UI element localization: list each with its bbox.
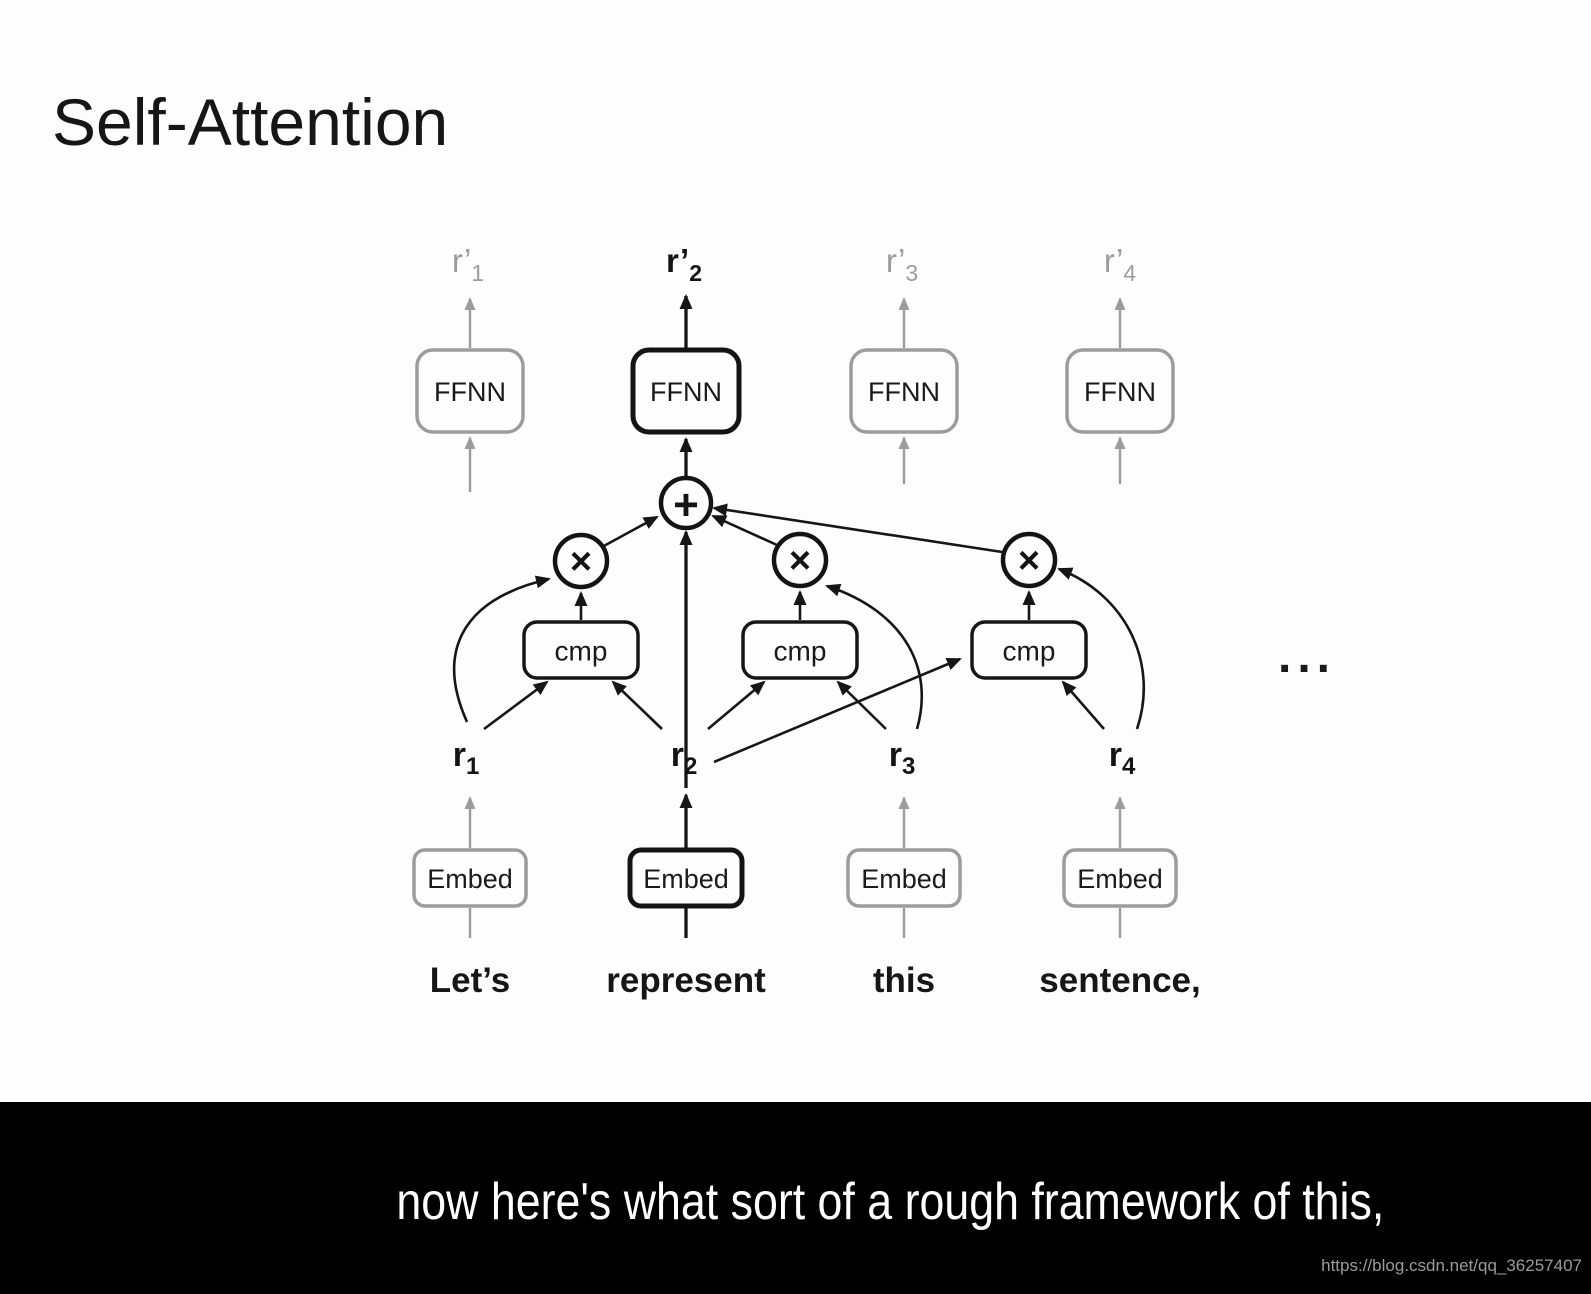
slide-title: Self-Attention	[52, 85, 449, 159]
ffnn-box-4	[1065, 348, 1175, 434]
multiply-node-1	[552, 532, 610, 590]
cmp-label-1: cmp	[555, 636, 608, 667]
multiply-node-3	[1000, 531, 1058, 589]
embed-label-2: Embed	[643, 864, 729, 894]
ffnn-box-1	[415, 348, 525, 434]
cmp-box-2	[741, 620, 859, 680]
cmp-label-3: cmp	[1003, 636, 1056, 667]
times-symbol-2: ×	[789, 540, 811, 582]
cmp-box-3	[970, 620, 1088, 680]
ffnn-label-2: FFNN	[650, 377, 722, 407]
times-symbol-1: ×	[570, 541, 592, 583]
word-labels: Let’s represent this sentence,	[430, 961, 1201, 1000]
embed-label-4: Embed	[1077, 864, 1163, 894]
word-label-1: Let’s	[430, 961, 510, 1000]
sum-node: +	[658, 475, 714, 531]
ffnn-input-arrows	[464, 436, 1126, 492]
multiply-to-sum-arrows	[601, 503, 1003, 554]
embed-label-3: Embed	[861, 864, 947, 894]
r-label-3: r3	[889, 736, 916, 780]
ffnn-label-3: FFNN	[868, 377, 940, 407]
ffnn-box-3	[849, 348, 959, 434]
rout-label-1: r’1	[452, 242, 484, 286]
embed-box-3	[846, 848, 962, 908]
watermark-url: https://blog.csdn.net/qq_36257407	[1321, 1256, 1582, 1275]
cmp-box-1	[522, 620, 640, 680]
output-arrows	[464, 294, 1126, 348]
rout-label-4: r’4	[1104, 242, 1137, 286]
subtitle-text: now here's what sort of a rough framewor…	[396, 1173, 1385, 1231]
ffnn-box-2	[630, 347, 742, 435]
cmp-label-2: cmp	[774, 636, 827, 667]
value-curve-arrows	[453, 567, 1146, 730]
plus-symbol: +	[673, 481, 699, 530]
embed-box-4	[1062, 848, 1178, 908]
embed-box-2	[627, 847, 745, 909]
rout-label-2: r’2	[666, 242, 702, 286]
r-label-1: r1	[453, 736, 480, 780]
word-label-4: sentence,	[1039, 961, 1200, 1000]
word-label-2: represent	[606, 961, 766, 1000]
times-symbol-3: ×	[1018, 540, 1040, 582]
multiply-node-2	[771, 531, 829, 589]
embed-box-1	[412, 848, 528, 908]
r-label-2: r2	[671, 736, 698, 780]
slide-background: Self-Attention r’1 r’2 r’3 r’4	[0, 0, 1591, 1102]
embed-output-arrows	[464, 793, 1126, 848]
ffnn-label-1: FFNN	[434, 377, 506, 407]
r-label-4: r4	[1109, 736, 1136, 780]
embed-boxes: Embed Embed Embed Embed	[412, 847, 1178, 909]
subtitle: now here's what sort of a rough framewor…	[0, 1172, 1591, 1232]
rout-label-3: r’3	[886, 242, 918, 286]
cmp-boxes: cmp cmp cmp	[522, 590, 1088, 680]
caption-bar	[0, 1102, 1591, 1294]
self-attention-diagram: r’1 r’2 r’3 r’4 FFNN FFNN FFNN FFNN	[412, 242, 1336, 1000]
ffnn-label-4: FFNN	[1084, 377, 1156, 407]
ffnn-boxes: FFNN FFNN FFNN FFNN	[415, 347, 1175, 435]
embed-label-1: Embed	[427, 864, 513, 894]
word-label-3: this	[873, 961, 935, 1000]
word-input-lines	[468, 908, 1122, 938]
ellipsis: ...	[1278, 630, 1336, 683]
multiply-nodes: × × ×	[552, 531, 1058, 590]
